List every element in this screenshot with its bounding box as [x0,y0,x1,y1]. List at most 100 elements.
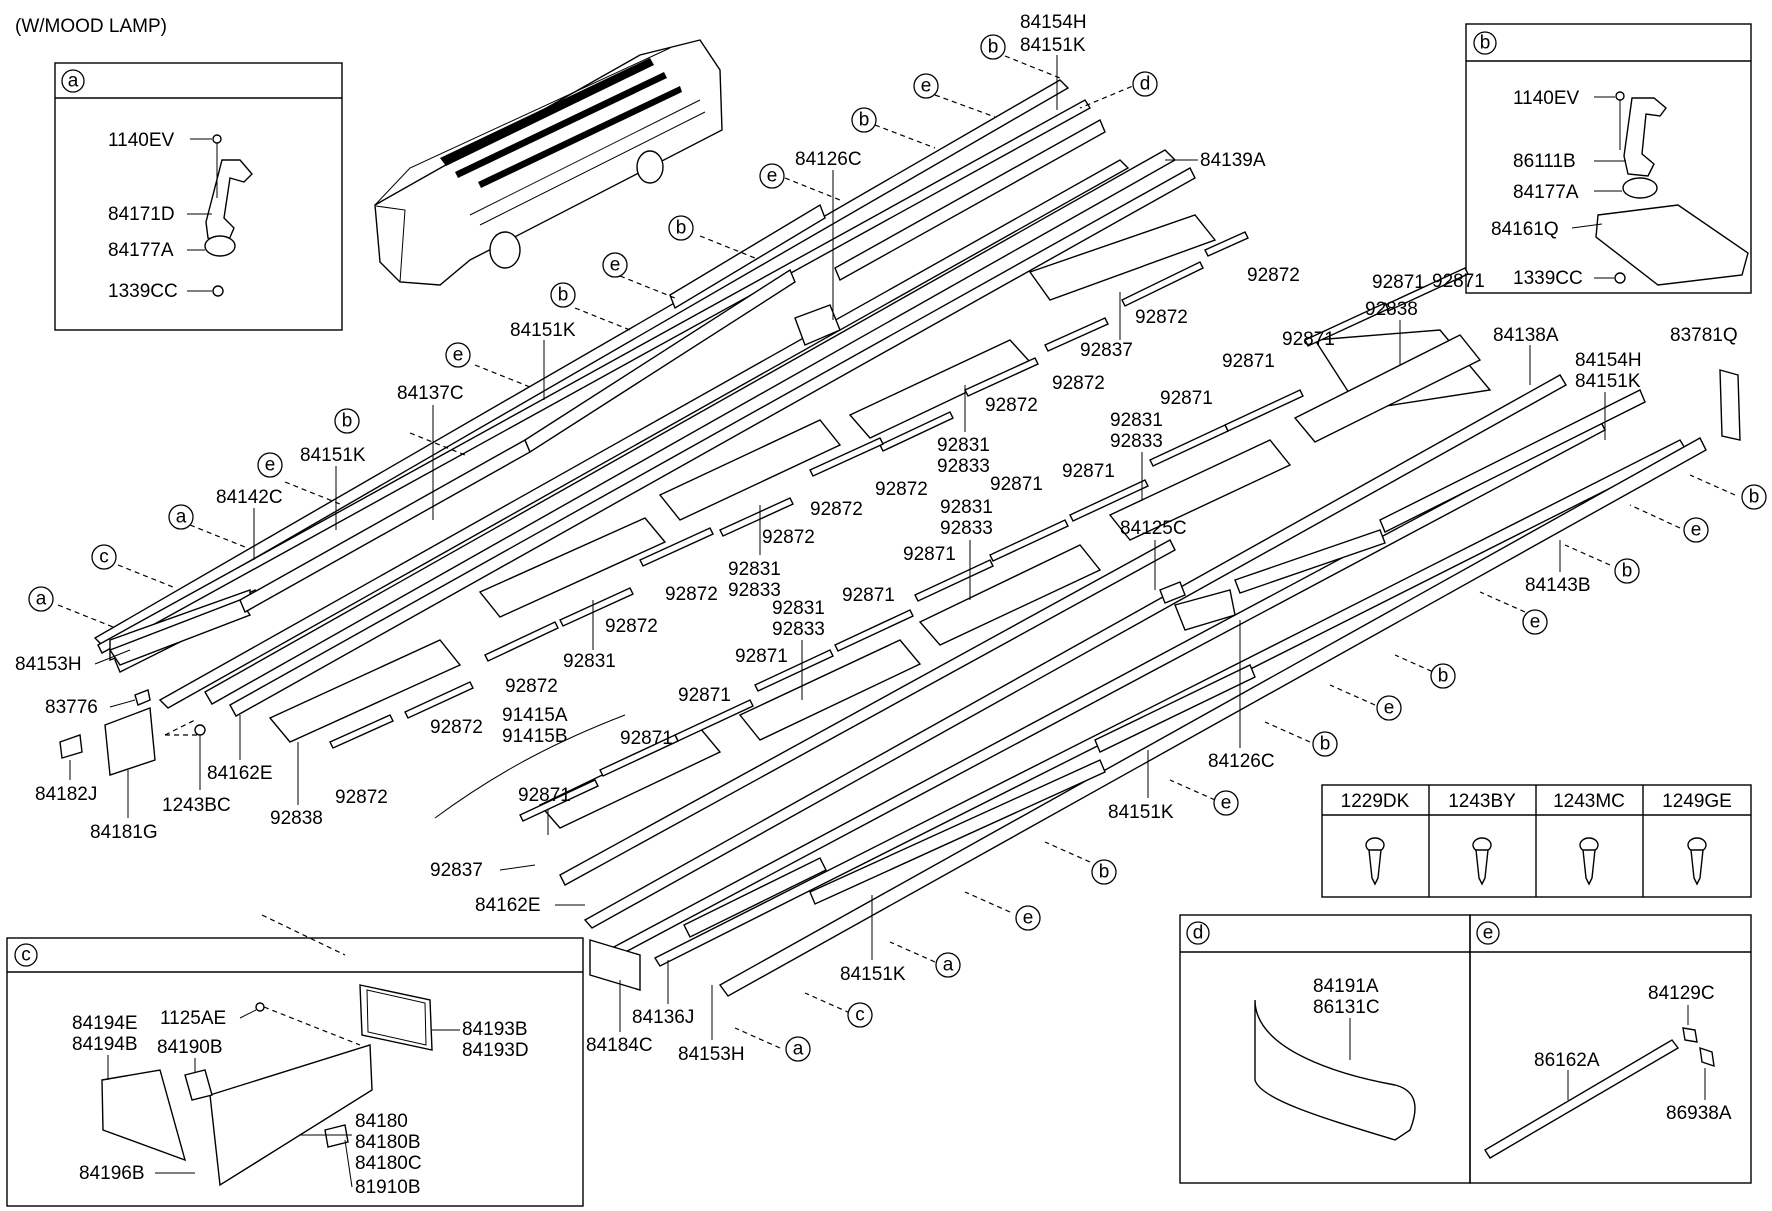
callout-letter: a [793,1039,804,1060]
bracket-icon [204,134,253,297]
callout-letter: e [1530,612,1541,633]
part-label: 84194E [72,1013,138,1034]
part-label: 92838 [270,808,323,829]
screw-icon [1579,837,1599,886]
part-label: 92871 [620,728,673,749]
hardware-pieces [59,304,1741,991]
callout-letter: e [265,455,276,476]
channel-trays [268,214,1482,829]
part-label: 92872 [1135,307,1188,328]
part-label: 84194B [72,1034,138,1055]
callout-letter: b [676,218,687,239]
part-label: 92837 [430,860,483,881]
part-label: 92872 [335,787,388,808]
screw-icon [1687,837,1707,886]
callout-letter: b [1480,33,1491,54]
part-label: 1339CC [108,281,178,302]
callout-letter: e [767,166,778,187]
callout-letter: b [1320,734,1331,755]
callout-letter: b [1438,666,1449,687]
detail-box-d: d 84191A 86131C [1179,914,1751,1184]
part-label: 92833 [937,456,990,477]
part-label: 92872 [430,717,483,738]
part-label: 84162E [207,763,273,784]
part-label: 84154H [1575,350,1642,371]
part-label: 84137C [397,383,464,404]
part-label: 92872 [810,499,863,520]
part-label: 92871 [1062,461,1115,482]
part-label: 84142C [216,487,283,508]
table-header: 1243BY [1448,791,1516,812]
callout-circles: b e d b e b e b e b e a c a b e b e b e … [28,34,1767,1062]
detail-box-b: b 1140EV 86111B 84177A 84161Q 1339CC [1465,23,1752,294]
part-label: 84177A [108,240,174,261]
bracket-icon [1595,91,1749,286]
callout-letter: e [610,255,621,276]
callout-letter: a [36,589,47,610]
diagram-title: (W/MOOD LAMP) [15,16,167,37]
part-label: 92831 [772,598,825,619]
part-label: 1140EV [108,130,175,151]
part-label: 84180C [355,1153,422,1174]
part-label: 84180 [355,1111,408,1132]
part-label: 92872 [985,395,1038,416]
part-label: 81910B [355,1177,421,1198]
callout-letter: c [99,547,109,568]
part-label: 92833 [940,518,993,539]
part-label: 84151K [1020,35,1086,56]
part-label: 92871 [1282,329,1335,350]
part-label: 84180B [355,1132,421,1153]
part-label: 92871 [1372,272,1425,293]
part-label: 86131C [1313,997,1380,1018]
part-label: 84151K [510,320,576,341]
part-label: 1140EV [1513,88,1580,109]
callout-letter: a [176,507,187,528]
callout-letter: b [1749,487,1760,508]
detail-box-e: e 84129C 86162A 86938A [1469,914,1752,1184]
part-label: 92872 [505,676,558,697]
part-label: 1125AE [160,1008,226,1029]
part-label: 84153H [15,654,82,675]
part-label: 84193D [462,1040,529,1061]
part-label: 1243BC [162,795,231,816]
part-label: 92837 [1080,340,1133,361]
part-label: 84193B [462,1019,528,1040]
part-label: 83776 [45,697,98,718]
part-label: 91415B [502,726,568,747]
part-label: 92833 [772,619,825,640]
part-label: 92872 [1052,373,1105,394]
part-label: 92871 [1160,388,1213,409]
callout-letter: a [68,71,79,92]
part-label: 84190B [157,1037,223,1058]
right-floor-rails [559,374,1707,997]
callout-letter: b [988,37,999,58]
callout-letter: b [342,411,353,432]
part-label: 92871 [842,585,895,606]
part-label: 84138A [1493,325,1559,346]
table-header: 1229DK [1341,791,1410,812]
part-label: 92872 [762,527,815,548]
part-label: 84162E [475,895,541,916]
dashed-leaders [57,55,1736,1049]
part-label: 84191A [1313,976,1379,997]
part-label: 84151K [300,445,366,466]
callout-letter: d [1193,923,1204,944]
part-label: 84125C [1120,518,1187,539]
part-label: 84177A [1513,182,1579,203]
bus-illustration [374,39,723,286]
part-label: 92871 [678,685,731,706]
table-header: 1249GE [1662,791,1732,812]
callout-letter: b [1622,561,1633,582]
table-header: 1243MC [1553,791,1625,812]
part-label: 92872 [605,616,658,637]
part-label: 86938A [1666,1103,1732,1124]
screw-icon [1472,837,1492,886]
part-label: 84196B [79,1163,145,1184]
callout-letter: e [1483,923,1494,944]
callout-letter: d [1140,74,1151,95]
part-label: 86111B [1513,151,1576,172]
callout-letter: e [921,76,932,97]
part-label: 84181G [90,822,158,843]
part-label: 92831 [1110,410,1163,431]
